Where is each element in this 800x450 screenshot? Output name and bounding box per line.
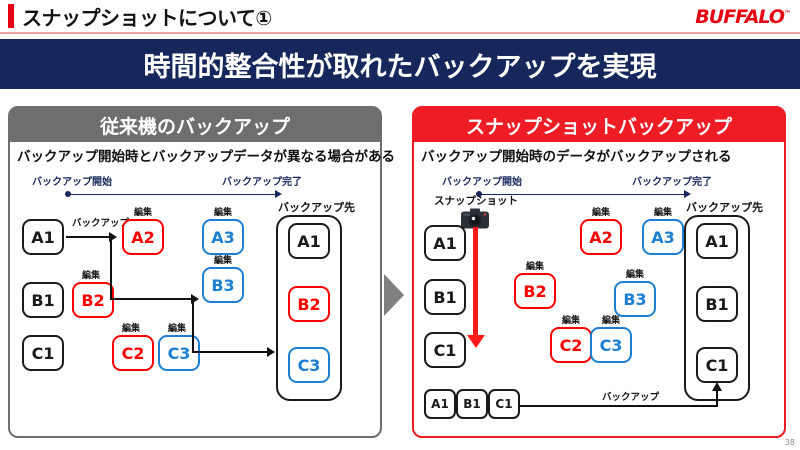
right-timeline-line: [479, 194, 685, 195]
logo-text: BUFFALO: [695, 6, 785, 28]
left-box-c3: C3: [158, 335, 200, 371]
left-edit-tag-c3: 編集: [168, 324, 187, 334]
right-backup-connector-v: [716, 391, 718, 406]
left-box-a2: A2: [122, 219, 164, 255]
snapshot-label: スナップショット: [434, 195, 518, 207]
right-box-a3: A3: [642, 219, 684, 255]
left-box-a1: A1: [22, 219, 64, 255]
right-panel-subtitle: バックアップ開始時のデータがバックアップされる: [421, 148, 732, 165]
right-dest-item-1: B1: [696, 286, 738, 322]
snapshot-item-2: C1: [488, 389, 520, 419]
left-connector-b-to-c-v: [192, 298, 194, 351]
right-backup-tag: バックアップ: [602, 392, 660, 403]
left-destination-label: バックアップ先: [278, 201, 355, 214]
right-box-b1: B1: [424, 279, 466, 315]
right-timeline-arrowhead: [684, 189, 691, 198]
snapshot-arrow-head: [466, 335, 485, 348]
left-panel-subtitle: バックアップ開始時とバックアップデータが異なる場合がある: [17, 148, 395, 165]
conventional-backup-panel: 従来機のバックアップ バックアップ開始時とバックアップデータが異なる場合がある …: [8, 106, 395, 438]
logo-trademark: ™: [784, 9, 791, 18]
right-box-a1: A1: [424, 225, 466, 261]
right-dest-item-0: A1: [696, 223, 738, 259]
right-panel-header: スナップショットバックアップ: [414, 108, 784, 142]
header-divider: [0, 32, 800, 34]
banner-title: 時間的整合性が取れたバックアップを実現: [143, 51, 657, 83]
left-box-b2: B2: [72, 282, 114, 318]
left-connector-c-h: [192, 351, 268, 353]
left-box-b3: B3: [202, 267, 244, 303]
left-connector-a-h: [66, 236, 110, 238]
transition-triangle-icon: [384, 274, 404, 316]
left-edit-tag-c2: 編集: [122, 324, 141, 334]
right-edit-tag-c3: 編集: [602, 316, 621, 326]
right-edit-tag-a2: 編集: [592, 208, 611, 218]
right-backup-connector-h: [518, 405, 718, 407]
snapshot-arrow-line: [473, 227, 478, 337]
left-box-c1: C1: [22, 335, 64, 371]
page-header: スナップショットについて① BUFFALO™: [0, 0, 800, 34]
right-edit-tag-b3: 編集: [626, 270, 645, 280]
right-timeline-start-label: バックアップ開始: [442, 177, 522, 188]
snapshot-backup-panel: スナップショットバックアップ バックアップ開始時のデータがバックアップされる バ…: [412, 106, 786, 438]
right-edit-tag-b2: 編集: [526, 262, 545, 272]
left-dest-item-0: A1: [288, 223, 330, 259]
left-edit-tag-a3: 編集: [214, 208, 233, 218]
left-edit-tag-b3: 編集: [214, 256, 233, 266]
left-connector-c-arrowhead: [267, 347, 275, 357]
snapshot-item-0: A1: [424, 389, 456, 419]
right-panel-diagram: バックアップ開始 バックアップ完了 スナップショット バックアップ先 A1 編集…: [414, 167, 784, 438]
left-panel-header: 従来機のバックアップ: [10, 108, 380, 142]
left-connector-a-arrowhead: [109, 232, 117, 242]
right-box-c3: C3: [590, 327, 632, 363]
left-connector-b-h: [110, 298, 192, 300]
left-connector-b-arrowhead: [191, 294, 199, 304]
left-timeline-arrowhead: [275, 189, 282, 198]
snapshot-item-1: B1: [456, 389, 488, 419]
left-box-c2: C2: [112, 335, 154, 371]
buffalo-logo: BUFFALO™: [695, 6, 791, 28]
main-banner: 時間的整合性が取れたバックアップを実現: [0, 39, 800, 89]
left-connector-a-to-b-v: [110, 236, 112, 299]
right-box-c2: C2: [550, 327, 592, 363]
left-backup-tag: バックアップ: [72, 218, 130, 229]
page-title: スナップショットについて①: [22, 6, 272, 30]
left-panel-heading: 従来機のバックアップ: [99, 115, 290, 138]
right-dest-item-2: C1: [696, 347, 738, 383]
right-timeline-end-label: バックアップ完了: [632, 177, 712, 188]
right-edit-tag-c2: 編集: [562, 316, 581, 326]
right-box-b2: B2: [514, 273, 556, 309]
left-panel-subtitle-row: バックアップ開始時とバックアップデータが異なる場合がある: [10, 142, 395, 167]
right-box-c1: C1: [424, 332, 466, 368]
left-box-a3: A3: [202, 219, 244, 255]
left-edit-tag-b2: 編集: [82, 271, 101, 281]
left-panel-diagram: バックアップ開始 バックアップ完了 バックアップ先 A1 バックアップ 編集 A…: [10, 167, 380, 438]
right-backup-arrowhead: [711, 382, 722, 391]
left-dest-item-2: C3: [288, 347, 330, 383]
right-box-a2: A2: [580, 219, 622, 255]
right-panel-subtitle-row: バックアップ開始時のデータがバックアップされる: [414, 142, 784, 167]
left-timeline-end-label: バックアップ完了: [222, 177, 302, 188]
left-edit-tag-a2: 編集: [134, 208, 153, 218]
page-number: 38: [784, 438, 795, 447]
right-panel-heading: スナップショットバックアップ: [465, 115, 732, 138]
right-box-b3: B3: [614, 281, 656, 317]
left-timeline-start-label: バックアップ開始: [32, 177, 112, 188]
camera-icon: [461, 208, 489, 229]
left-dest-item-1: B2: [288, 286, 330, 322]
left-timeline-line: [68, 194, 276, 195]
header-accent-bar: [8, 4, 14, 28]
left-box-b1: B1: [22, 282, 64, 318]
right-destination-label: バックアップ先: [686, 201, 763, 214]
right-edit-tag-a3: 編集: [654, 208, 673, 218]
